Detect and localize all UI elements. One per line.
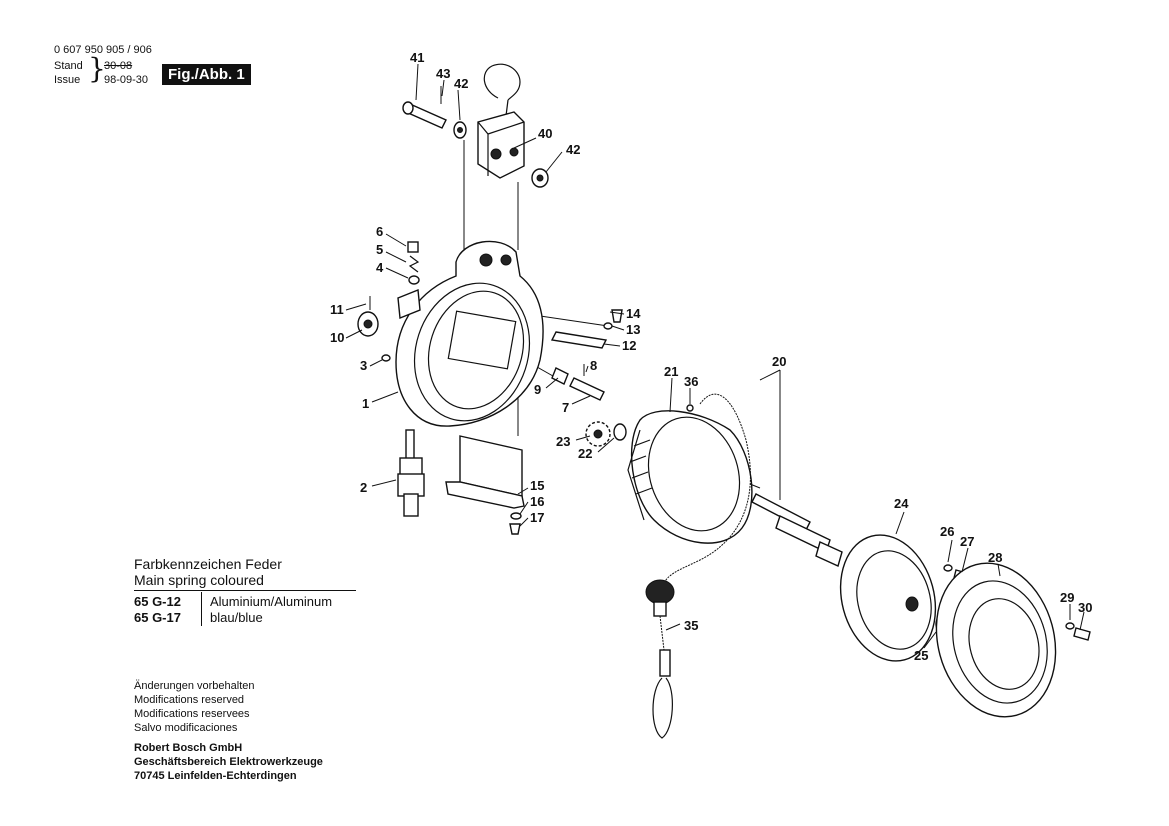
mounting-bar-part — [550, 309, 623, 349]
modification-note: Modifications reservees — [134, 708, 250, 720]
legend-description: blau/blue — [210, 610, 263, 625]
modification-note: Salvo modificaciones — [134, 722, 238, 734]
cable-assembly-part — [645, 393, 751, 739]
outer-cover-part — [935, 562, 1091, 718]
gear-parts — [585, 421, 627, 447]
bottom-plate-part — [445, 435, 525, 535]
part-label-1: 1 — [362, 396, 369, 411]
legend-code: 65 G-17 — [134, 610, 181, 625]
part-label-5: 5 — [376, 242, 383, 257]
hook-bracket-part — [477, 63, 525, 179]
main-housing-part — [395, 240, 544, 427]
part-label-13: 13 — [626, 322, 640, 337]
legend-title-de: Farbkennzeichen Feder — [134, 556, 282, 572]
valve-part — [397, 429, 425, 517]
part-label-20: 20 — [772, 354, 786, 369]
figure-label: Fig./Abb. 1 — [162, 64, 251, 85]
company-name: Robert Bosch GmbH — [134, 742, 243, 754]
part-label-25: 25 — [914, 648, 928, 663]
part-label-8: 8 — [590, 358, 597, 373]
part-label-11: 11 — [330, 302, 344, 317]
part-label-40: 40 — [538, 126, 552, 141]
part-label-35: 35 — [684, 618, 698, 633]
spring-drum-part — [627, 404, 753, 544]
legend-description: Aluminium/Aluminum — [210, 594, 333, 609]
part-label-16: 16 — [530, 494, 544, 509]
pin-and-washers — [402, 86, 549, 188]
part-label-36: 36 — [684, 374, 698, 389]
part-label-9: 9 — [534, 382, 541, 397]
leader-lines — [345, 63, 1085, 649]
part-label-42b: 42 — [566, 142, 580, 157]
part-label-41: 41 — [410, 50, 424, 65]
part-label-27: 27 — [960, 534, 974, 549]
part-label-4: 4 — [376, 260, 384, 275]
legend-column-divider — [201, 592, 202, 626]
legend-divider — [134, 590, 356, 591]
stand-label: Stand — [54, 60, 83, 72]
part-label-14: 14 — [626, 306, 641, 321]
part-label-29: 29 — [1060, 590, 1074, 605]
issue-label: Issue — [54, 74, 81, 86]
part-label-26: 26 — [940, 524, 954, 539]
part-label-24: 24 — [894, 496, 909, 511]
stand-value: 30-08 — [104, 60, 133, 72]
part-label-3: 3 — [360, 358, 367, 373]
part-label-7: 7 — [562, 400, 569, 415]
document-number: 0 607 950 905 / 906 — [54, 44, 152, 56]
modification-note: Modifications reserved — [134, 694, 245, 706]
part-label-22: 22 — [578, 446, 592, 461]
part-label-30: 30 — [1078, 600, 1092, 615]
company-division: Geschäftsbereich Elektrowerkzeuge — [134, 756, 323, 768]
issue-value: 98-09-30 — [104, 74, 149, 86]
part-label-28: 28 — [988, 550, 1002, 565]
part-label-23: 23 — [556, 434, 570, 449]
part-label-12: 12 — [622, 338, 636, 353]
part-label-10: 10 — [330, 330, 344, 345]
shaft-part — [749, 483, 843, 567]
part-label-17: 17 — [530, 510, 544, 525]
part-label-15: 15 — [530, 478, 544, 493]
part-label-21: 21 — [664, 364, 678, 379]
brace-icon: } — [88, 52, 106, 85]
inner-cover-part — [839, 534, 949, 662]
housing-small-parts — [357, 241, 420, 362]
part-label-43: 43 — [436, 66, 450, 81]
part-label-42: 42 — [454, 76, 468, 91]
part-label-2: 2 — [360, 480, 367, 495]
part-label-6: 6 — [376, 224, 383, 239]
legend-code: 65 G-12 — [134, 594, 181, 609]
modification-note: Änderungen vorbehalten — [134, 680, 255, 692]
part-labels: 41 43 42 40 42 6 5 4 11 10 3 1 2 14 13 1… — [330, 50, 1092, 663]
legend-title-en: Main spring coloured — [134, 572, 264, 588]
company-address: 70745 Leinfelden-Echterdingen — [134, 770, 297, 782]
